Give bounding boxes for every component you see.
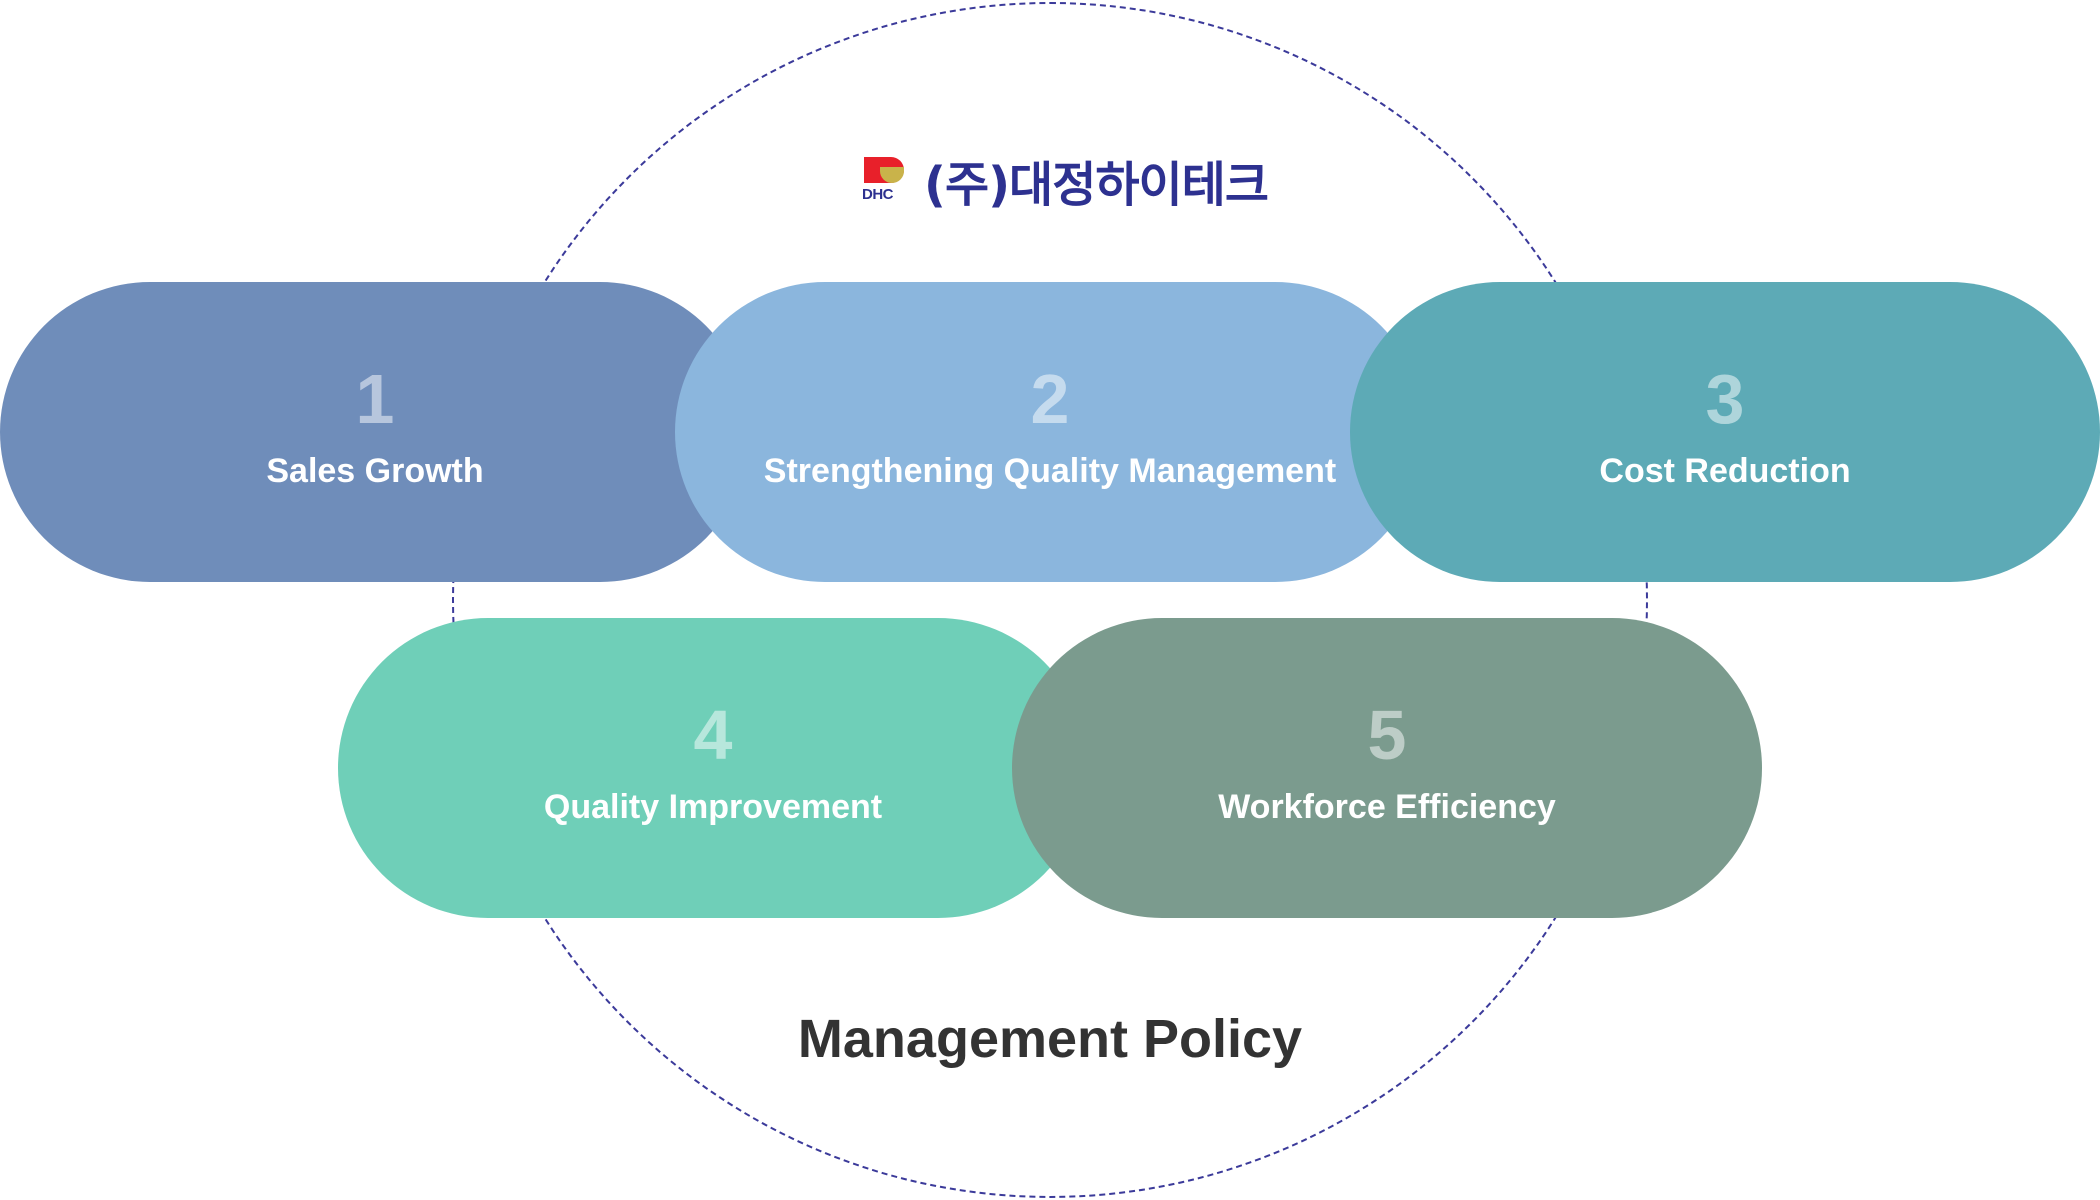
policy-item-2: 2 Strengthening Quality Management (675, 282, 1425, 582)
item-number: 3 (1705, 359, 1745, 438)
item-label: Strengthening Quality Management (763, 451, 1337, 490)
diagram-title: Management Policy (797, 1009, 1303, 1069)
policy-item-4: 4 Quality Improvement (338, 618, 1088, 918)
item-label: Cost Reduction (1599, 451, 1851, 490)
policy-item-1: 1 Sales Growth (0, 282, 750, 582)
dashed-circle (452, 2, 1648, 1198)
item-number: 1 (355, 359, 395, 438)
policy-item-3: 3 Cost Reduction (1350, 282, 2100, 582)
item-label: Quality Improvement (543, 787, 883, 826)
dhc-logo-mark: DHC (862, 157, 910, 203)
item-number: 2 (1030, 359, 1070, 438)
policy-item-5: 5 Workforce Efficiency (1012, 618, 1762, 918)
item-number: 5 (1367, 695, 1407, 774)
item-label: Sales Growth (266, 451, 484, 490)
company-name: (주)대정하이테크 (924, 157, 1269, 213)
company-logo: DHC (주)대정하이테크 (862, 145, 1269, 215)
item-number: 4 (693, 695, 733, 774)
item-label: Workforce Efficiency (1218, 787, 1556, 826)
